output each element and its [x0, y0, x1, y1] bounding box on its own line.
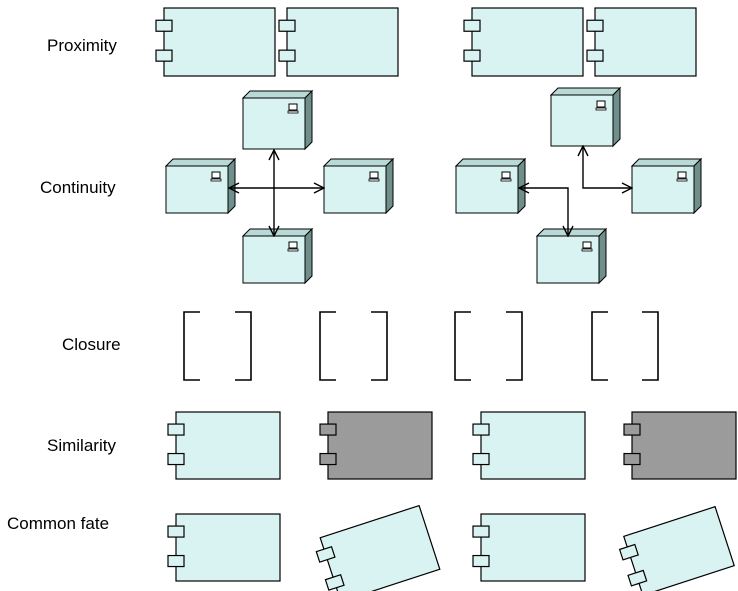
label-continuity: Continuity: [40, 178, 116, 197]
continuity-node-bottom: [535, 227, 608, 285]
proximity-component: [586, 7, 697, 77]
continuity-node-top: [241, 89, 314, 151]
component-tab: [627, 569, 648, 587]
continuity-node-right: [630, 157, 703, 215]
label-common-fate: Common fate: [7, 514, 110, 533]
closure-bracket-right: [371, 311, 388, 381]
component-tab: [167, 554, 185, 568]
closure-bracket-left: [591, 311, 608, 381]
component-tab: [278, 49, 296, 62]
computer-icon: [595, 100, 607, 111]
component-tab: [463, 19, 481, 32]
continuity-node-bottom: [241, 227, 314, 285]
component-tab: [167, 452, 185, 466]
computer-icon: [676, 171, 688, 182]
common-fate-component-tilted: [618, 505, 735, 591]
similarity-component-dark: [319, 411, 433, 480]
arrow-elbow: [583, 146, 632, 188]
closure-bracket-left: [183, 311, 200, 381]
continuity-node-left: [164, 157, 237, 215]
component-tab: [167, 423, 185, 436]
proximity-component: [278, 7, 399, 77]
component-tab: [155, 19, 173, 32]
component-tab: [472, 554, 490, 568]
computer-icon: [581, 241, 593, 252]
component-tab: [586, 49, 604, 62]
computer-icon: [287, 241, 299, 252]
component-tab: [167, 525, 185, 538]
common-fate-component: [167, 513, 281, 582]
component-tab: [623, 423, 641, 436]
component-tab: [586, 19, 604, 32]
component-tab: [324, 573, 345, 591]
component-tab: [472, 452, 490, 466]
computer-icon: [368, 171, 380, 182]
arrow-elbow: [519, 188, 568, 236]
label-proximity: Proximity: [47, 36, 117, 55]
similarity-component-dark: [623, 411, 737, 480]
component-tab: [623, 452, 641, 466]
component-tab: [278, 19, 296, 32]
proximity-component: [463, 7, 584, 77]
proximity-component: [155, 7, 276, 77]
computer-icon: [287, 103, 299, 114]
computer-icon: [500, 171, 512, 182]
component-tab: [472, 525, 490, 538]
continuity-node-left: [454, 157, 527, 215]
closure-bracket-right: [506, 311, 523, 381]
similarity-component-light: [167, 411, 281, 480]
component-tab: [472, 423, 490, 436]
component-tab: [319, 423, 337, 436]
component-tab: [319, 452, 337, 466]
similarity-component-light: [472, 411, 586, 480]
continuity-node-right: [322, 157, 395, 215]
common-fate-component-tilted: [315, 504, 441, 591]
closure-bracket-left: [454, 311, 471, 381]
component-tab: [315, 545, 336, 563]
computer-icon: [210, 171, 222, 182]
continuity-node-top: [549, 86, 622, 148]
closure-bracket-left: [319, 311, 336, 381]
component-tab: [463, 49, 481, 62]
common-fate-component: [472, 513, 586, 582]
closure-bracket-right: [235, 311, 252, 381]
label-closure: Closure: [62, 335, 121, 354]
component-tab: [155, 49, 173, 62]
closure-bracket-right: [642, 311, 659, 381]
component-tab: [618, 543, 639, 561]
label-similarity: Similarity: [47, 436, 116, 455]
